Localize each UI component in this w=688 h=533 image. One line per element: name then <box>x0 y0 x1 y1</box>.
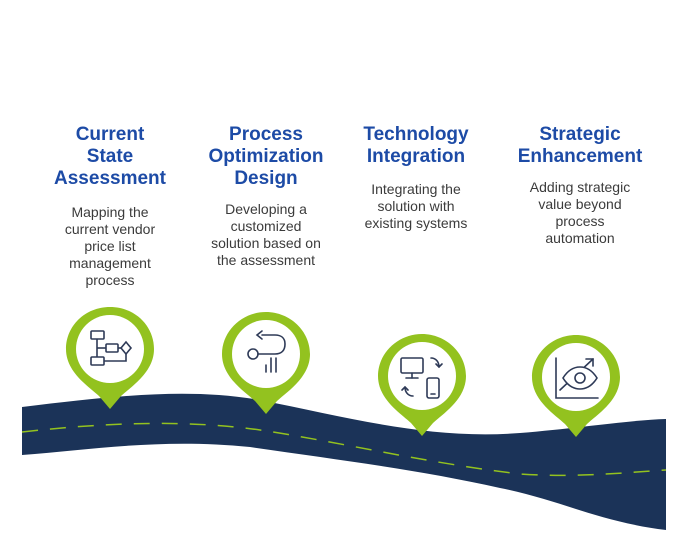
devices-sync-icon <box>400 357 443 399</box>
pin-step-2 <box>222 312 310 414</box>
eye-growth-icon <box>555 357 599 399</box>
road-lane-dashes <box>21 422 667 477</box>
road <box>22 393 666 530</box>
step-4-title: Strategic Enhancement <box>517 124 643 167</box>
step-2-description: Developing a customized solution based o… <box>211 201 321 268</box>
step-3-description: Integrating the solution with existing s… <box>364 181 468 231</box>
step-1-description: Mapping the current vendor price list ma… <box>64 204 156 288</box>
pin-step-3 <box>378 334 466 436</box>
route-icon <box>247 330 286 373</box>
step-4-description: Adding strategic value beyond process au… <box>529 179 631 246</box>
step-1-title: Current State Assessment <box>54 124 166 189</box>
pin-step-4 <box>532 335 620 437</box>
step-2-title: Process Optimization Design <box>208 124 324 189</box>
flowchart-icon <box>90 330 133 366</box>
step-3-title: Technology Integration <box>363 124 469 167</box>
pin-step-1 <box>66 307 154 409</box>
